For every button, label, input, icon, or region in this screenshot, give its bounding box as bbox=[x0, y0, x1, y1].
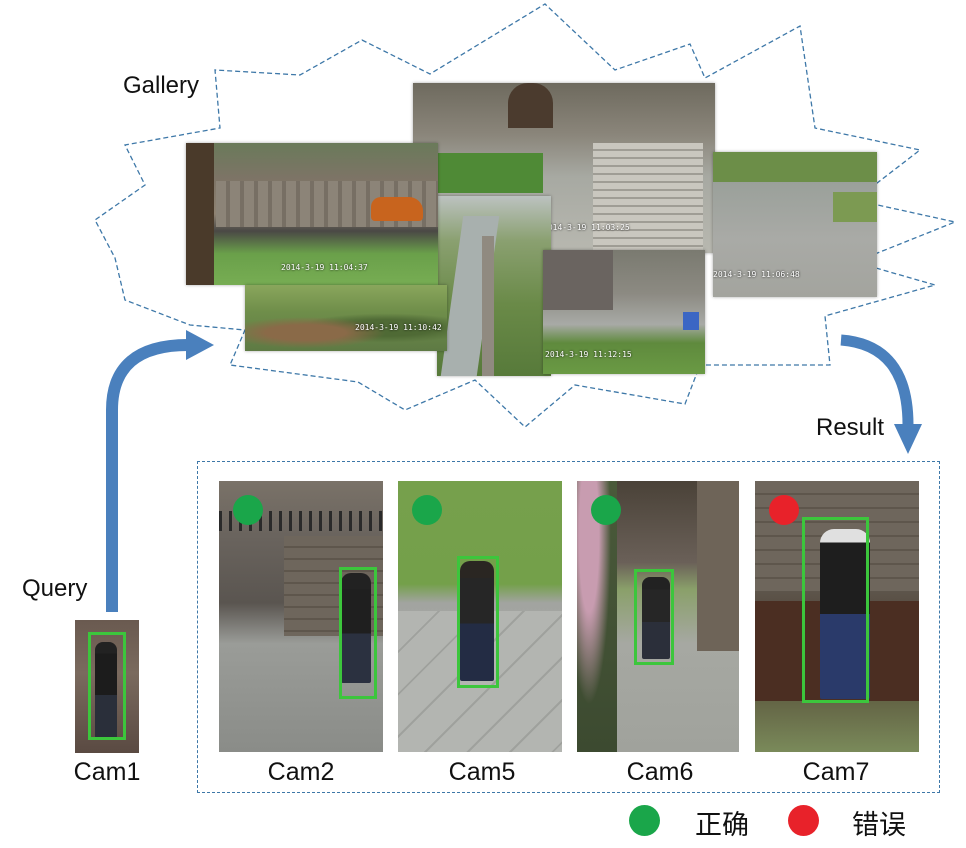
result-frame bbox=[197, 461, 940, 793]
query-image bbox=[75, 620, 139, 753]
correct-indicator-dot bbox=[233, 495, 263, 525]
result-image-2 bbox=[398, 481, 562, 752]
correct-indicator-dot bbox=[412, 495, 442, 525]
legend-wrong-dot bbox=[788, 805, 819, 836]
gallery-photo-lawn: 2014-3-19 11:10:42 bbox=[245, 285, 447, 351]
gallery-photo-walkway bbox=[437, 196, 551, 376]
result-bounding-box bbox=[339, 567, 377, 699]
timestamp: 2014-3-19 11:03:25 bbox=[543, 223, 630, 232]
gallery-photo-plaza: 2014-3-19 11:06:48 bbox=[713, 152, 877, 297]
query-bounding-box bbox=[88, 632, 126, 740]
correct-indicator-dot bbox=[591, 495, 621, 525]
gallery-photo-wall-car: 2014-3-19 11:04:37 bbox=[186, 143, 438, 285]
result-bounding-box bbox=[802, 517, 869, 703]
result-image-4 bbox=[755, 481, 919, 752]
result-cam-label-4: Cam7 bbox=[802, 758, 870, 786]
legend-correct-dot bbox=[629, 805, 660, 836]
query-label: Query bbox=[22, 575, 88, 602]
legend-correct-label: 正确 bbox=[695, 810, 749, 841]
timestamp: 2014-3-19 11:10:42 bbox=[355, 323, 442, 332]
gallery-label: Gallery bbox=[123, 72, 200, 99]
result-cam-label-1: Cam2 bbox=[267, 758, 335, 786]
timestamp: 2014-3-19 11:06:48 bbox=[713, 270, 800, 279]
result-cam-label-2: Cam5 bbox=[448, 758, 516, 786]
wrong-indicator-dot bbox=[769, 495, 799, 525]
timestamp: 2014-3-19 11:12:15 bbox=[545, 350, 632, 359]
result-bounding-box bbox=[457, 556, 499, 688]
result-bounding-box bbox=[634, 569, 674, 665]
query-cam-label: Cam1 bbox=[73, 758, 141, 786]
result-label: Result bbox=[816, 414, 885, 441]
legend-wrong-label: 错误 bbox=[852, 810, 906, 841]
gallery-photo-courtyard: 2014-3-19 11:12:15 bbox=[543, 250, 705, 374]
result-image-1 bbox=[219, 481, 383, 752]
timestamp: 2014-3-19 11:04:37 bbox=[281, 263, 368, 272]
result-image-3 bbox=[577, 481, 739, 752]
result-cam-label-3: Cam6 bbox=[626, 758, 694, 786]
